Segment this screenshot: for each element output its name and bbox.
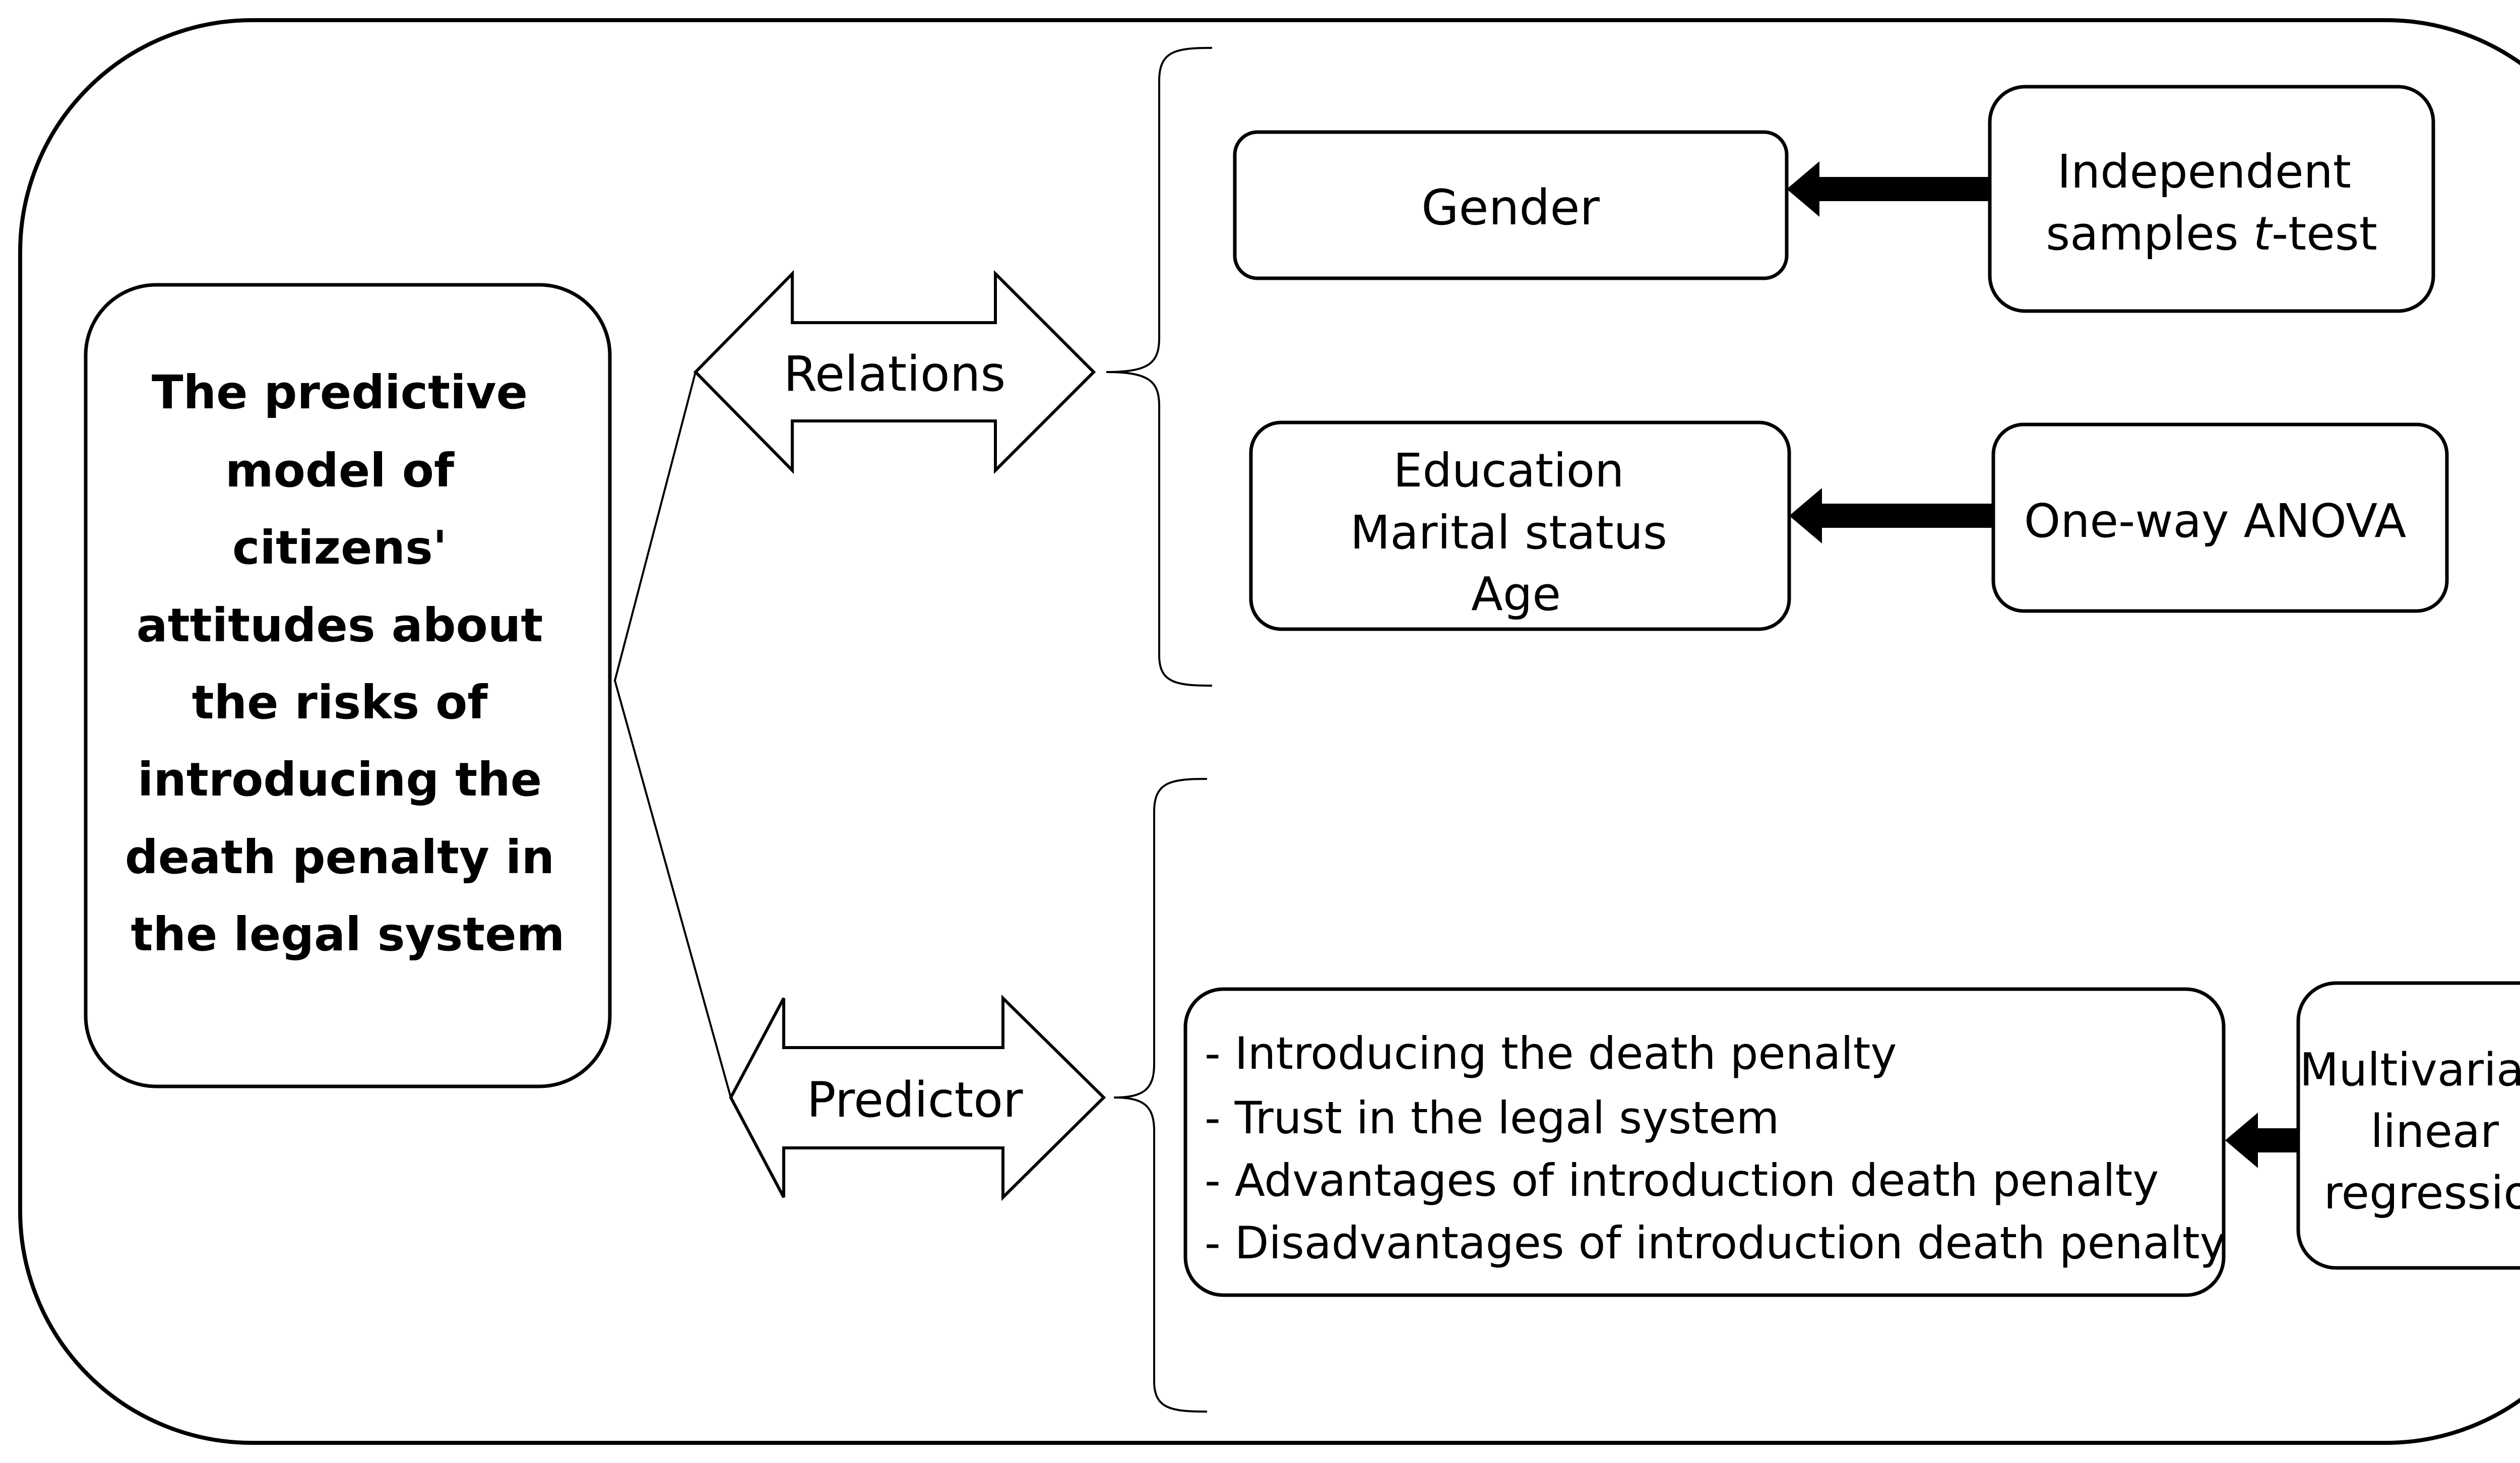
regression-arrow-head [2225, 1113, 2258, 1168]
anova-arrow-head [1789, 488, 1822, 543]
predictor-arrow: Predictor [729, 994, 1106, 1201]
regression-to-items-arrow [2225, 1113, 2298, 1168]
ttest-label-line2-pre: samples [2046, 207, 2253, 261]
predictor-label: Predictor [807, 1072, 1023, 1128]
regression-box-frame [2296, 981, 2520, 1270]
demographics-line: Age [1471, 567, 1561, 621]
relations-label: Relations [784, 346, 1006, 402]
demographics-box-frame [1249, 420, 1791, 631]
demographics-label: Education Marital status Age [1350, 444, 1682, 621]
connector-lines [613, 372, 732, 1098]
demographics-line: Marital status [1350, 506, 1667, 560]
model-title-line: The predictive [152, 365, 528, 419]
ttest-label-line2: samples t-test [2046, 207, 2377, 261]
predictor-items-frame [1183, 987, 2226, 1297]
relations-arrow-shape [693, 270, 1096, 474]
ttest-arrow-head [1787, 161, 1819, 217]
ttest-to-gender-arrow [1787, 161, 1990, 217]
model-title-line: citizens' [232, 521, 447, 575]
model-title-line: death penalty in [125, 830, 554, 884]
model-box: The predictive model of citizens' attitu… [84, 283, 612, 1088]
predictor-item: - Introducing the death penalty [1205, 1027, 1897, 1079]
regression-line: Multivariate [2300, 1044, 2520, 1096]
regression-line: regression [2324, 1167, 2520, 1220]
gender-box-frame [1233, 130, 1789, 280]
model-title-line: the risks of [192, 676, 488, 729]
predictor-item: - Disadvantages of introduction death pe… [1205, 1217, 2226, 1269]
gender-box: Gender [1233, 130, 1789, 280]
predictor-items: - Introducing the death penalty - Trust … [1205, 1027, 2226, 1269]
ttest-label: Independent samples t-test [2046, 145, 2377, 261]
predictor-items-box: - Introducing the death penalty - Trust … [1183, 987, 2226, 1297]
model-title-line: attitudes about [137, 598, 543, 652]
demographics-line: Education [1393, 444, 1624, 498]
model-title-line: model of [225, 444, 455, 498]
gender-label: Gender [1421, 179, 1600, 236]
anova-label: One-way ANOVA [2024, 494, 2406, 548]
model-title: The predictive model of citizens' attitu… [125, 365, 571, 961]
ttest-label-t: t [2253, 207, 2273, 261]
ttest-box: Independent samples t-test [1988, 85, 2435, 313]
model-box-frame [84, 283, 612, 1088]
relations-arrow: Relations [693, 270, 1096, 474]
anova-box: One-way ANOVA [1991, 422, 2449, 613]
model-title-line: introducing the [138, 753, 542, 807]
ttest-box-frame [1988, 85, 2435, 313]
anova-to-demographics-arrow [1789, 488, 1993, 543]
ttest-label-line2-post: -test [2272, 207, 2377, 261]
regression-box: Multivariate linear regression [2296, 981, 2520, 1270]
relations-brace [1106, 47, 1213, 687]
predictor-brace [1113, 778, 1208, 1413]
regression-label: Multivariate linear regression [2300, 1044, 2520, 1220]
demographics-box: Education Marital status Age [1249, 420, 1791, 631]
predictor-arrow-shape [729, 994, 1106, 1201]
model-title-line: the legal system [131, 907, 564, 961]
predictor-item: - Advantages of introduction death penal… [1205, 1154, 2159, 1206]
ttest-label-line1: Independent [2057, 145, 2351, 199]
regression-line: linear [2370, 1105, 2499, 1158]
predictor-item: - Trust in the legal system [1205, 1092, 1779, 1144]
